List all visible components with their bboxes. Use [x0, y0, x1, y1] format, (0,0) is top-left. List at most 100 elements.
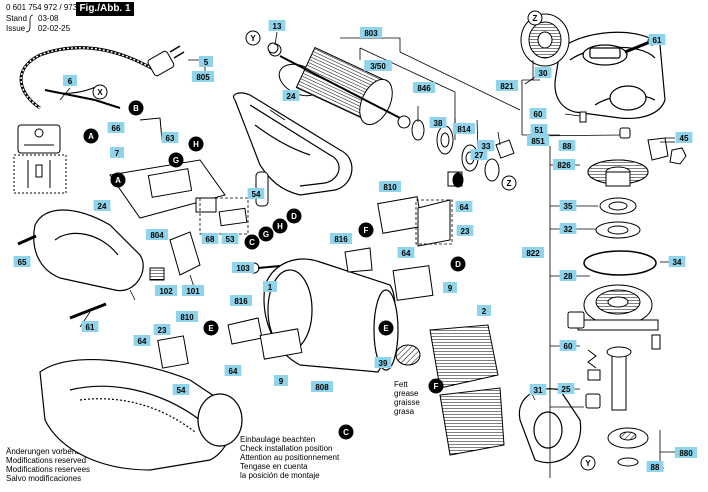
part-label-box: [63, 75, 77, 86]
bevel-gear: [587, 159, 649, 187]
callout-c: C: [338, 424, 354, 440]
part-label-816: 816: [229, 295, 253, 306]
part-label-text: 13: [273, 22, 282, 31]
part-numbers: 0 601 754 972 / 973 / 978 / 985: [6, 3, 118, 12]
brush-holder: [109, 117, 269, 227]
part-label-text: 88: [563, 142, 572, 151]
part-label-box: [154, 285, 178, 296]
part-label-28: 28: [559, 270, 577, 281]
callout-x: X: [92, 84, 108, 100]
part-label-box: [110, 147, 124, 158]
part-label-box: [559, 200, 577, 211]
callout-circle: [244, 234, 260, 250]
part-label-102: 102: [154, 285, 178, 296]
bearing-32: [595, 221, 641, 239]
part-label-34: 34: [668, 256, 686, 267]
callout-letter: H: [277, 222, 283, 231]
part-label-64: 64: [455, 201, 473, 212]
callout-circle: [128, 100, 144, 116]
part-label-88: 88: [558, 140, 576, 151]
changes-line: Salvo modificaciones: [6, 474, 82, 483]
spindle-lock: [567, 311, 661, 369]
callout-circle: [527, 10, 543, 26]
callout-circle: [168, 152, 184, 168]
callout-circle: [378, 320, 394, 336]
part-label-box: [191, 71, 215, 82]
part-label-text: 810: [180, 313, 194, 322]
part-label-text: 64: [460, 203, 469, 212]
part-label-text: 64: [138, 337, 147, 346]
part-label-text: 23: [461, 227, 470, 236]
part-label-text: 822: [526, 249, 540, 258]
part-label-45: 45: [675, 132, 693, 143]
callout-letter: G: [173, 156, 179, 165]
callout-letter: F: [434, 382, 439, 391]
part-label-63: 63: [161, 132, 179, 143]
callout-letter: Z: [507, 179, 512, 188]
part-label-box: [495, 80, 519, 91]
grease-line: graisse: [394, 398, 420, 407]
callout-circle: [110, 172, 126, 188]
callout-y: Y: [580, 455, 596, 471]
part-label-box: [359, 27, 383, 38]
part-label-box: [559, 270, 577, 281]
callout-circle: [92, 84, 108, 100]
callout-letter: D: [455, 260, 461, 269]
callout-b: B: [128, 100, 144, 116]
part-label-box: [648, 34, 666, 45]
bearing-35: [599, 197, 637, 215]
part-label-box: [477, 140, 495, 151]
part-label-68: 68: [201, 233, 219, 244]
part-label-25: 25: [557, 383, 575, 394]
changes-line: Änderungen vorbehalten: [6, 447, 94, 456]
part-label-text: 23: [158, 326, 167, 335]
part-label-box: [452, 123, 476, 134]
callout-letter: Z: [533, 14, 538, 23]
callout-d: D: [450, 256, 466, 272]
callout-letter: Y: [250, 34, 256, 43]
callout-circle: [245, 30, 261, 46]
part-label-66: 66: [107, 122, 125, 133]
part-label-box: [477, 305, 491, 316]
part-label-65: 65: [13, 256, 31, 267]
part-label-box: [675, 132, 693, 143]
part-label-text: 60: [534, 110, 543, 119]
part-label-31: 31: [529, 384, 547, 395]
callout-f: F: [358, 222, 374, 238]
part-label-text: 880: [679, 449, 693, 458]
part-label-text: 30: [539, 69, 548, 78]
part-label-box: [224, 365, 242, 376]
part-label-box: [674, 447, 698, 458]
part-label-804: 804: [145, 229, 169, 240]
part-label-13: 13: [268, 20, 286, 31]
part-label-box: [13, 256, 31, 267]
part-label-box: [263, 281, 277, 292]
field-coil: [395, 324, 505, 456]
housing-half-top: [232, 92, 353, 196]
callout-circle: [358, 222, 374, 238]
part-label-39: 39: [374, 357, 392, 368]
callout-g: G: [168, 152, 184, 168]
small-screws: [579, 111, 631, 139]
pinion-nut: [647, 137, 687, 165]
part-label-text: 103: [236, 264, 250, 273]
part-label-box: [247, 188, 265, 199]
part-label-box: [282, 90, 300, 101]
part-label-box: [201, 233, 219, 244]
issue-label: Issue: [6, 24, 26, 33]
part-label-box: [268, 20, 286, 31]
part-label-88: 88: [646, 461, 664, 472]
callout-g: G: [258, 226, 274, 242]
part-label-box: [558, 140, 576, 151]
part-label-text: 5: [204, 58, 209, 67]
part-label-text: 53: [226, 235, 235, 244]
callout-letter: Y: [585, 459, 591, 468]
part-label-text: 814: [457, 125, 471, 134]
part-label-text: 24: [287, 92, 296, 101]
part-label-9: 9: [274, 375, 288, 386]
part-label-box: [374, 357, 392, 368]
callout-circle: [580, 455, 596, 471]
